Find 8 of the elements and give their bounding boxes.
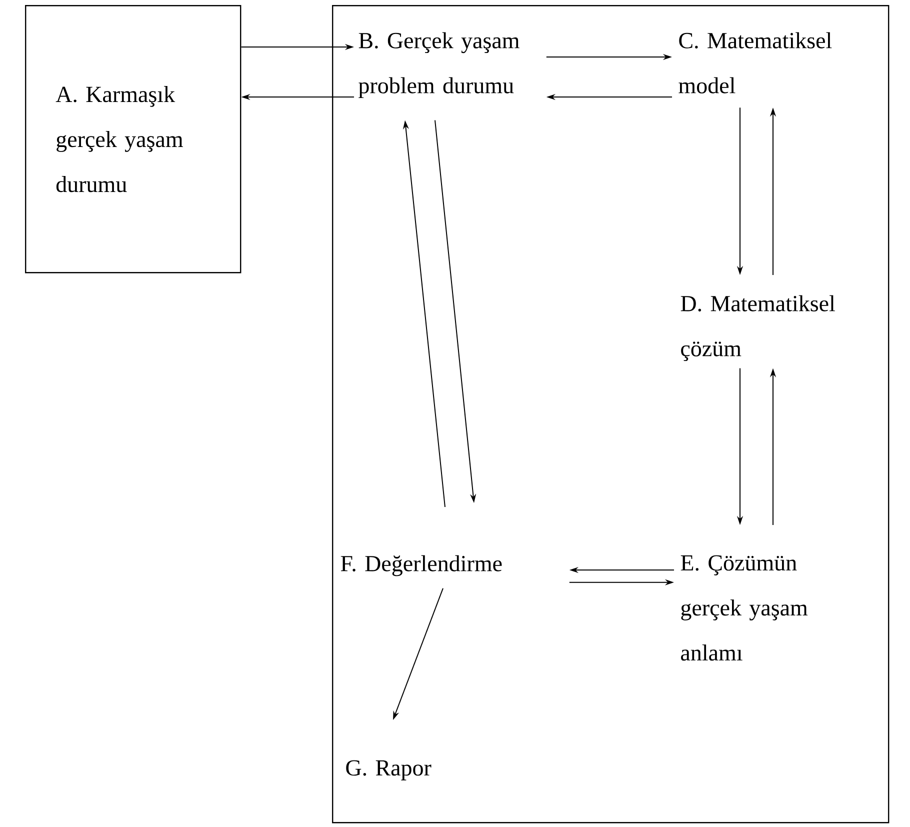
stage-label: E. Çözümün gerçek yaşam anlamı	[680, 555, 808, 661]
group-frame	[332, 5, 890, 824]
stage-label: C. Matematiksel model	[678, 32, 832, 94]
stage-label: D. Matematiksel çözüm	[680, 295, 835, 362]
process-box: A. Karmaşık gerçek yaşam durumu	[25, 5, 242, 274]
stage-label: F. Değerlendirme	[340, 555, 502, 576]
stage-label: G. Rapor	[346, 760, 432, 780]
stage-label: B. Gerçek yaşam problem durumu	[358, 32, 520, 98]
